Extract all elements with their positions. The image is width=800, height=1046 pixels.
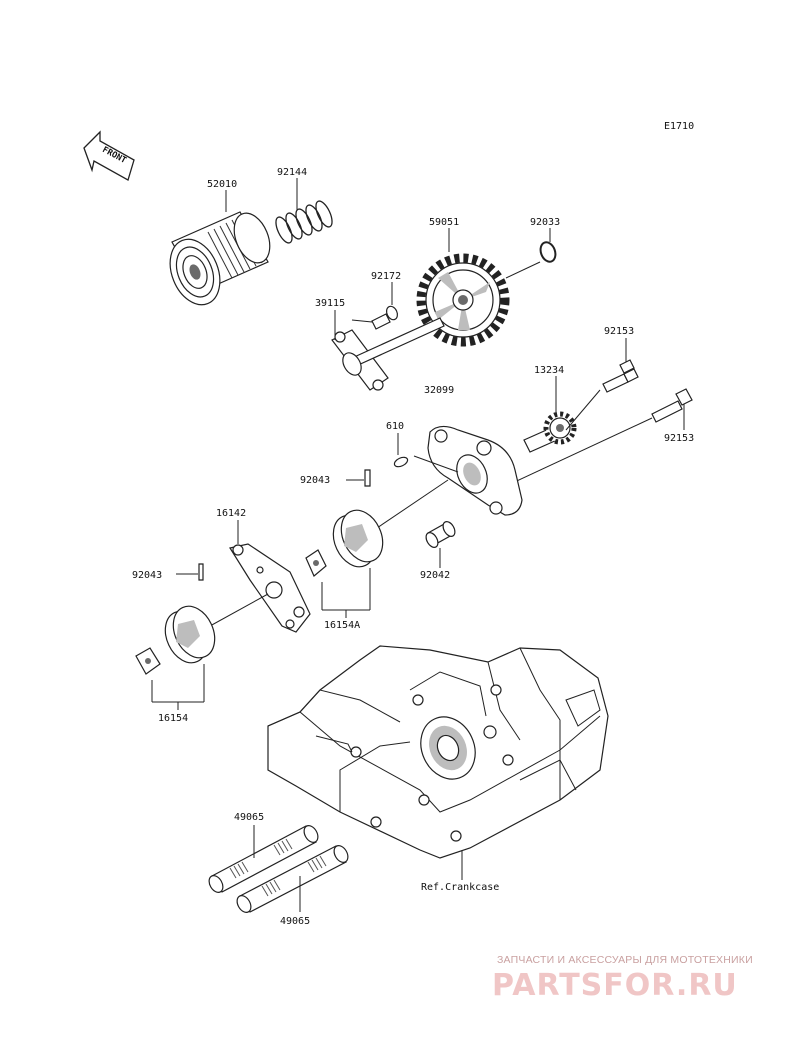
part-label-92144: 92144 [277, 167, 307, 178]
inner-rotor-upper [305, 549, 327, 577]
watermark: ЗАПЧАСТИ И АКСЕССУАРЫ ДЛЯ МОТОТЕХНИКИ PA… [492, 954, 753, 1003]
part-label-92153-right: 92153 [664, 433, 694, 444]
pump-shaft-gear [523, 411, 577, 453]
part-label-16154: 16154 [158, 713, 188, 724]
part-label-16154A: 16154A [324, 620, 360, 631]
watermark-brand: PARTSFOR.RU [492, 968, 738, 1003]
bolt-92153-right [651, 388, 693, 423]
part-label-32099: 32099 [424, 385, 454, 396]
part-label-92042: 92042 [420, 570, 450, 581]
pin-610 [393, 456, 409, 468]
part-label-16142: 16142 [216, 508, 246, 519]
spring [275, 200, 333, 244]
part-label-92153-upper: 92153 [604, 326, 634, 337]
part-label-49065-lower: 49065 [280, 916, 310, 927]
diagram-code: E1710 [664, 121, 694, 132]
ref-crankcase-label: Ref.Crankcase [421, 882, 499, 893]
screw-92172 [371, 305, 399, 330]
collar-92042 [425, 521, 456, 548]
watermark-tagline: ЗАПЧАСТИ И АКСЕССУАРЫ ДЛЯ МОТОТЕХНИКИ [497, 954, 753, 966]
oil-pump-body [427, 425, 523, 516]
part-label-13234: 13234 [534, 365, 564, 376]
part-label-59051: 59051 [429, 217, 459, 228]
bolt-92153-upper [602, 359, 639, 393]
part-label-49065-upper: 49065 [234, 812, 264, 823]
oil-pipe-lower [236, 845, 349, 913]
oil-pipe-upper [208, 825, 319, 893]
front-arrow-icon: FRONT [83, 130, 135, 181]
part-label-39115: 39115 [315, 298, 345, 309]
outer-rotor-lower [164, 605, 216, 664]
circlip [539, 241, 557, 263]
outer-rotor-upper [332, 509, 384, 568]
shaft-plate [331, 317, 445, 391]
part-label-610: 610 [386, 421, 404, 432]
part-label-92043-lower: 92043 [132, 570, 162, 581]
part-label-52010: 52010 [207, 179, 237, 190]
dowel-pin-lower [198, 563, 204, 581]
inner-rotor-lower [135, 647, 161, 675]
part-label-92033: 92033 [530, 217, 560, 228]
part-label-92043-upper: 92043 [300, 475, 330, 486]
part-label-92172: 92172 [371, 271, 401, 282]
pump-cover-plate [229, 543, 311, 633]
oil-filter [169, 211, 271, 306]
dowel-pin-upper [364, 469, 371, 487]
crankcase-reference [267, 645, 609, 859]
